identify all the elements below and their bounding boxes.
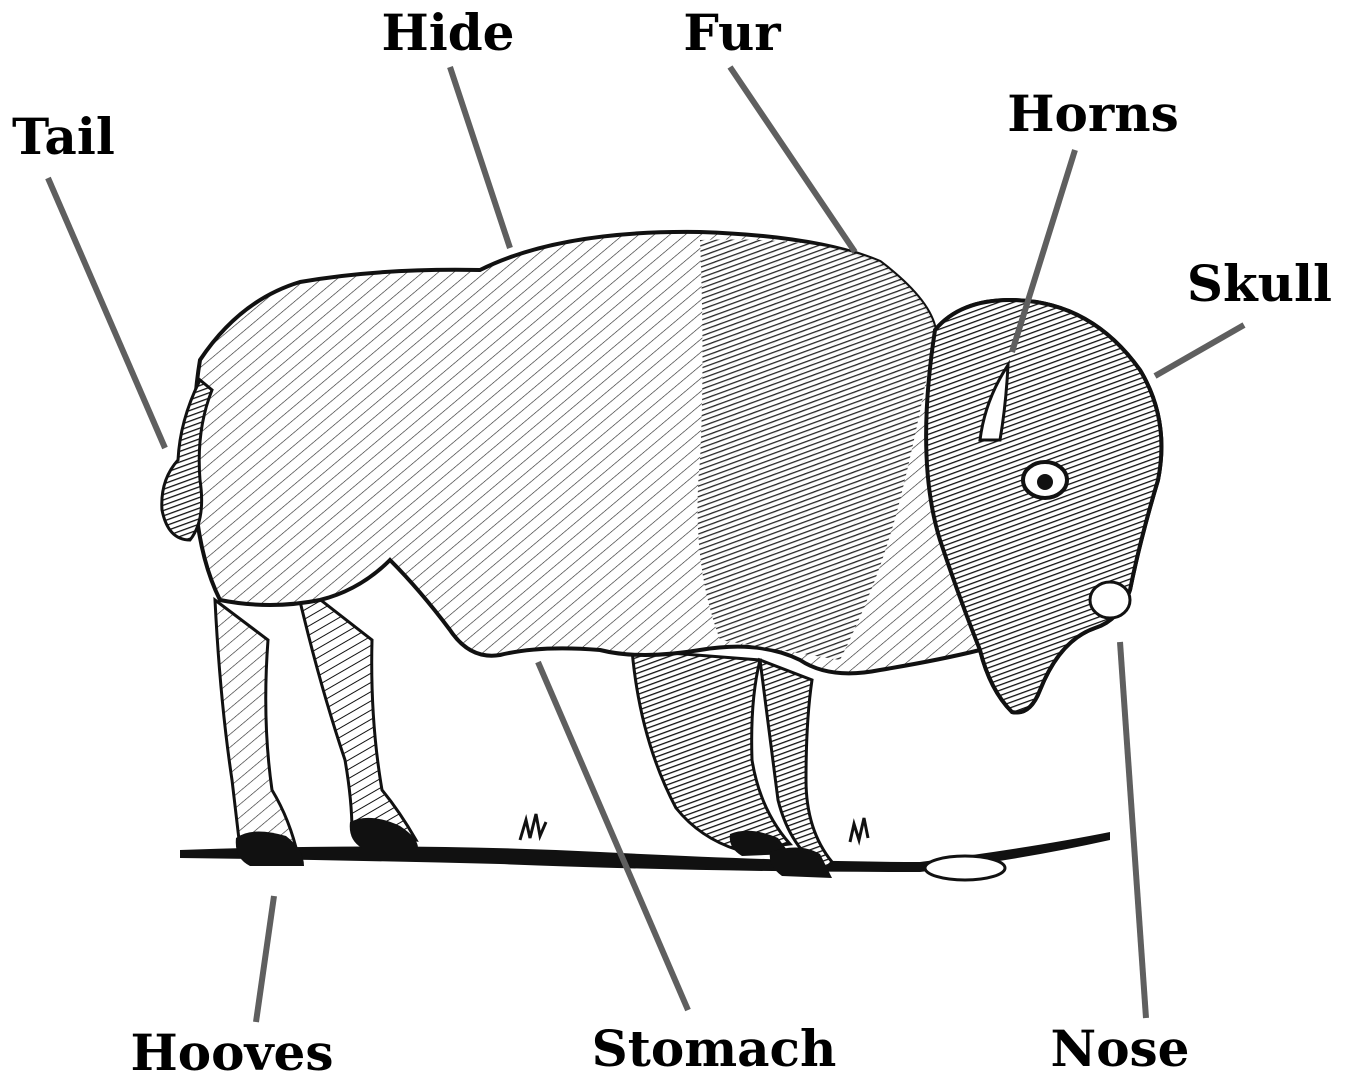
label-stomach: Stomach [592,1019,837,1078]
leader-line-skull [1155,325,1244,376]
label-hide: Hide [381,3,514,62]
hind-legs [215,580,416,856]
label-skull: Skull [1187,254,1332,313]
label-tail: Tail [12,107,115,166]
ground [180,814,1110,880]
leader-line-hide [450,67,510,248]
label-horns: Horns [1007,84,1178,143]
bison-illustration [162,232,1162,880]
label-fur: Fur [683,3,781,62]
label-nose: Nose [1050,1019,1189,1078]
leader-line-hooves [256,896,274,1022]
leader-line-nose [1120,642,1146,1018]
leader-line-fur [730,67,855,252]
label-hooves: Hooves [131,1023,334,1079]
leader-line-tail [48,178,165,448]
muzzle [1090,582,1130,618]
